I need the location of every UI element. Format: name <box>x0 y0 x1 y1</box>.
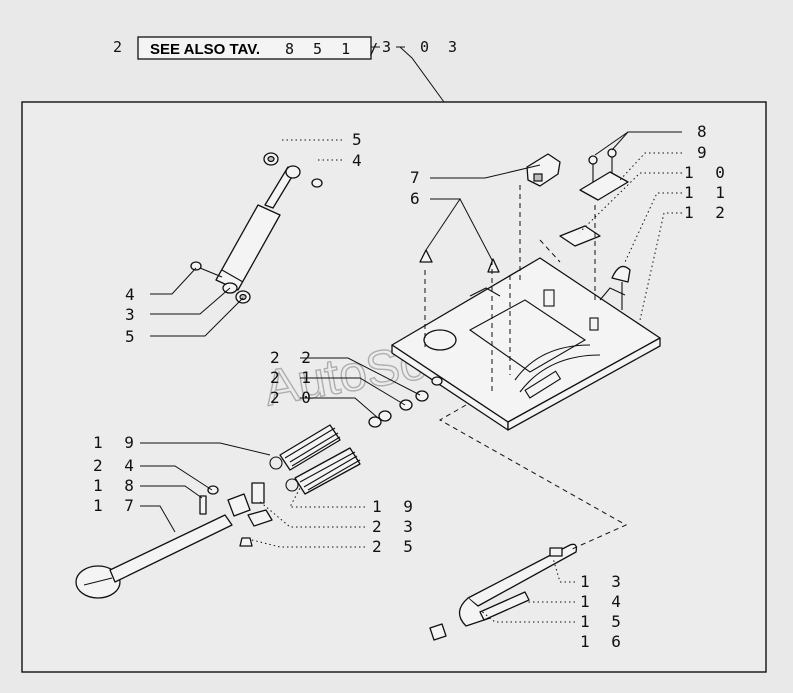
callout-labels: 5 4 4 3 5 7 6 8 9 1 0 1 1 1 2 2 2 2 1 2 … <box>93 122 731 651</box>
reference-suffix-a: 3 <box>382 38 396 56</box>
callout-10: 1 0 <box>684 163 731 182</box>
callout-9: 9 <box>697 143 713 162</box>
clip-24 <box>207 485 219 495</box>
clip-16 <box>429 623 447 641</box>
spring-13 <box>549 547 563 557</box>
screw-25 <box>239 537 253 547</box>
callout-25: 2 5 <box>372 537 419 556</box>
gas-spring-eye-top <box>285 165 301 179</box>
callout-14: 1 4 <box>580 592 627 611</box>
screw-8-right <box>607 148 617 158</box>
plate-23 <box>251 482 265 504</box>
callout-20: 2 0 <box>270 388 317 407</box>
plate-10 <box>559 225 601 247</box>
spacer-20 <box>368 416 382 428</box>
hook-loop-15 <box>458 597 491 627</box>
washer-21 <box>399 399 413 411</box>
callout-23: 2 3 <box>372 517 419 536</box>
base-plate <box>391 257 661 431</box>
diagram-frame <box>21 101 767 673</box>
callout-13: 1 3 <box>580 572 627 591</box>
reference-leader <box>399 46 445 103</box>
lower-hook-assembly <box>429 543 578 641</box>
assembly-guides <box>424 185 628 551</box>
callout-16: 1 6 <box>580 632 627 651</box>
callout-19b: 1 9 <box>372 497 419 516</box>
lever-hub-24 <box>227 493 251 517</box>
callout-7: 7 <box>410 168 426 187</box>
callout-6: 6 <box>410 189 426 208</box>
callout-5a: 5 <box>352 130 368 149</box>
bracket-9 <box>579 171 629 201</box>
callout-17: 1 7 <box>93 496 140 515</box>
pin-18 <box>199 495 207 515</box>
callout-8: 8 <box>697 122 713 141</box>
knob-11 <box>611 265 631 283</box>
cap-6-right <box>487 258 500 273</box>
callout-15: 1 5 <box>580 612 627 631</box>
bar-14 <box>479 591 530 621</box>
callout-24: 2 4 <box>93 456 140 475</box>
callout-11: 1 1 <box>684 183 731 202</box>
callout-4b: 4 <box>125 285 141 304</box>
pin-4-bottom <box>190 261 202 271</box>
washer-22 <box>415 390 429 402</box>
callout-12: 1 2 <box>684 203 731 222</box>
leader-lines <box>140 131 682 623</box>
lever-assembly <box>75 482 273 599</box>
see-also-table-number: 8 5 1 / <box>285 40 383 58</box>
callout-3: 3 <box>125 305 141 324</box>
callout-22: 2 2 <box>270 348 317 367</box>
lever-rod-17 <box>109 514 233 583</box>
callout-19a: 1 9 <box>93 433 140 452</box>
reference-prefix-number: 2 <box>113 38 127 56</box>
callout-18: 1 8 <box>93 476 140 495</box>
callout-21: 2 1 <box>270 368 317 387</box>
gas-spring-cylinder <box>215 204 281 291</box>
pin-4-top <box>311 178 323 188</box>
hook-rod-13 <box>467 543 578 607</box>
upper-parts <box>419 148 631 310</box>
reference-suffix-b: 0 3 <box>420 38 462 56</box>
cap-6-left <box>419 249 433 263</box>
see-also-reference-link[interactable]: SEE ALSO TAV. 8 5 1 / <box>137 36 383 60</box>
gas-spring-assembly <box>190 152 323 304</box>
callout-5b: 5 <box>125 327 141 346</box>
see-also-text: SEE ALSO TAV. <box>150 41 260 58</box>
base-plate-side-edge <box>507 337 661 431</box>
reference-header: 2 SEE ALSO TAV. 8 5 1 / 3 0 3 <box>113 36 462 103</box>
springs-assembly <box>269 390 429 495</box>
callout-4a: 4 <box>352 151 368 170</box>
screw-8-left <box>588 155 598 165</box>
